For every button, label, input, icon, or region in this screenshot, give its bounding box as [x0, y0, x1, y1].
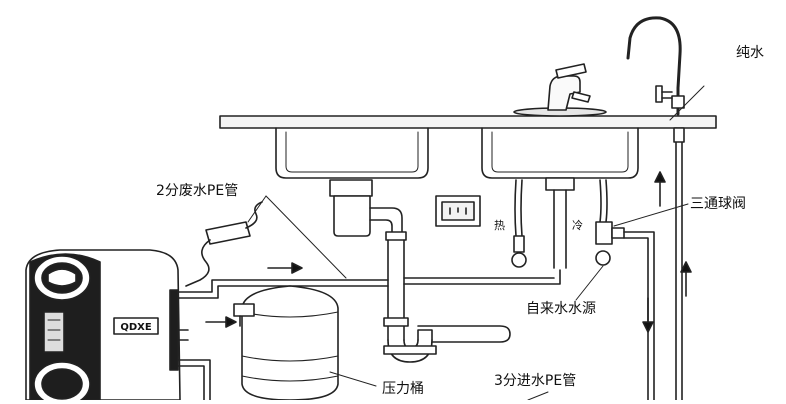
countertop: [219, 115, 717, 129]
wall-outlet-icon: [435, 195, 481, 227]
flow-arrow-icons: [205, 171, 692, 333]
pure-water-faucet-icon: [626, 16, 685, 116]
arrow-down-icon: [642, 297, 654, 333]
right-sink-drain: [545, 177, 575, 269]
tap-source-leader-line: [575, 265, 604, 301]
cold-water-hose: [595, 179, 625, 266]
arrow-up-icon: [654, 171, 666, 207]
water-purifier-unit: [25, 249, 211, 404]
label-pure-water: 纯水: [736, 45, 764, 61]
arrow-up-icon: [680, 261, 692, 297]
inlet-pipe-line: [623, 231, 655, 401]
arrow-right-icon: [205, 316, 237, 328]
brand-logo: QDXE: [120, 322, 152, 333]
waste-pipe-leader-line: [247, 195, 267, 223]
label-inlet-pipe: 3分进水PE管: [494, 373, 577, 389]
label-hot: 热: [494, 219, 505, 232]
drain-trap: [383, 231, 511, 363]
label-cold: 冷: [572, 219, 583, 232]
inlet-pipe-leader-line: [527, 391, 549, 401]
waste-pipe-line: [175, 279, 389, 299]
drain-disposer: [329, 179, 403, 237]
kitchen-faucet-icon: [513, 63, 607, 117]
arrow-right-icon: [267, 262, 303, 274]
left-sink-basin: [275, 127, 429, 179]
label-three-way-valve: 三通球阀: [690, 196, 746, 212]
right-sink-basin: [481, 127, 639, 179]
purifier-to-faucet-pipe: [403, 269, 561, 285]
pressure-tank-leader-line: [329, 371, 377, 387]
power-adapter-icon: [185, 201, 263, 287]
brand-plate: [113, 317, 159, 335]
label-tap-water-source: 自来水水源: [526, 301, 596, 317]
label-waste-pipe: 2分废水PE管: [156, 183, 239, 199]
pure-water-leader-line: [669, 85, 705, 121]
hot-water-hose: [511, 179, 527, 268]
pressure-tank: [233, 285, 339, 401]
label-pressure-tank: 压力桶: [382, 381, 424, 397]
three-way-valve-leader-line: [613, 203, 689, 227]
pure-water-pipe: [673, 127, 685, 401]
